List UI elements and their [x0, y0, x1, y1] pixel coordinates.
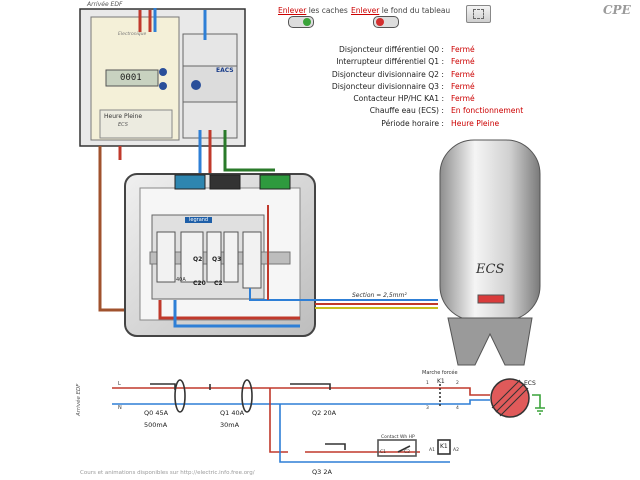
schematic-l: L [118, 381, 121, 387]
schematic-n: N [118, 405, 122, 411]
terminal-3: 3 [426, 406, 429, 411]
forced-run-label: Marche forcée [422, 370, 458, 376]
terminal-1: 1 [426, 381, 429, 386]
meter-rate-code: ECS [118, 122, 128, 128]
water-heater [439, 139, 541, 366]
status-label: Période horaire : [381, 118, 444, 128]
cable-section-label: Section = 2,5mm² [352, 292, 407, 299]
label-c20: C20 [193, 280, 206, 287]
status-row: Disjoncteur divisionnaire Q2 : Fermé [300, 69, 523, 81]
status-row: Interrupteur différentiel Q1 : Fermé [300, 56, 523, 68]
status-row: Chauffe eau (ECS) : En fonctionnement [300, 105, 524, 117]
q2-label: Q2 20A [312, 409, 337, 417]
schematic-arrival: Arrivée EDF [76, 383, 82, 416]
meter-board [79, 8, 246, 147]
ecs-label: ECS [524, 380, 536, 387]
q3-label: Q3 2A [312, 468, 332, 476]
status-value: Fermé [451, 81, 475, 91]
a2-label: A2 [453, 448, 459, 453]
meter-button-icon [159, 68, 167, 76]
meter-model: Electronique [118, 32, 147, 37]
status-value: Heure Pleine [451, 118, 500, 128]
status-label: Chauffe eau (ECS) : [369, 106, 444, 116]
toggle-covers-link[interactable]: Enlever les caches [278, 6, 348, 15]
status-label: Contacteur HP/HC KA1 : [353, 94, 444, 104]
meter-rate: Heure Pleine [104, 113, 143, 120]
breaker-knob-icon [191, 80, 201, 90]
fullscreen-icon [473, 9, 484, 19]
meter-button-icon [159, 82, 167, 90]
hp-contact-label: Contact Wh HP [381, 435, 415, 440]
status-value: Fermé [451, 57, 475, 67]
status-value: Fermé [451, 45, 475, 54]
toggle-background-link[interactable]: Enlever le fond du tableau [351, 6, 451, 15]
status-value: En fonctionnement [451, 106, 524, 116]
credit-link[interactable]: Cours et animations disponibles sur http… [80, 470, 255, 476]
status-label: Disjoncteur divisionnaire Q3 : [331, 81, 444, 91]
status-label: Disjoncteur différentiel Q0 : [339, 45, 444, 54]
q1-label: Q1 40A [220, 409, 245, 417]
toggle-background-switch[interactable] [373, 16, 399, 28]
toggle-covers-switch[interactable] [288, 16, 314, 28]
status-row: Contacteur HP/HC KA1 : Fermé [300, 93, 523, 105]
meter-lcd [105, 69, 159, 87]
status-row: Disjoncteur divisionnaire Q3 : Fermé [300, 81, 523, 93]
q0-sensitivity: 500mA [144, 421, 168, 429]
meter-display: 0001 [120, 73, 142, 83]
rail-brand: legrand [185, 217, 213, 223]
terminal-2: 2 [456, 381, 459, 386]
terminal-4: 4 [456, 406, 459, 411]
heater-label: ECS [476, 262, 505, 277]
status-row: Période horaire : Heure Pleine [300, 118, 523, 130]
heater-cable [315, 299, 438, 309]
distribution-panel [124, 173, 316, 337]
k1-coil-label: K1 [440, 443, 448, 450]
breaker-brand: EACS [216, 67, 234, 74]
label-q2: Q2 [193, 256, 203, 263]
k1-label: K1 [437, 378, 445, 385]
fullscreen-button[interactable] [466, 5, 491, 23]
schematic [112, 379, 545, 463]
c1-label: C1 [380, 450, 387, 455]
status-value: Fermé [451, 69, 475, 79]
label-q3: Q3 [212, 256, 222, 263]
status-row: Disjoncteur différentiel Q0 : Fermé [300, 44, 523, 56]
status-label: Interrupteur différentiel Q1 : [336, 57, 444, 67]
a1-label: A1 [429, 448, 435, 453]
q1-sensitivity: 30mA [220, 421, 240, 429]
label-c2: C2 [214, 280, 223, 287]
status-value: Fermé [451, 94, 475, 104]
q1-rating: 40A [176, 277, 186, 283]
c2-label: C2 [404, 450, 411, 455]
meter-brand: Arrivée EDF [87, 1, 123, 8]
status-label: Disjoncteur divisionnaire Q2 : [331, 69, 444, 79]
logo: CPE [603, 3, 631, 17]
q0-label: Q0 45A [144, 409, 169, 417]
heater-indicator-icon [477, 294, 505, 304]
